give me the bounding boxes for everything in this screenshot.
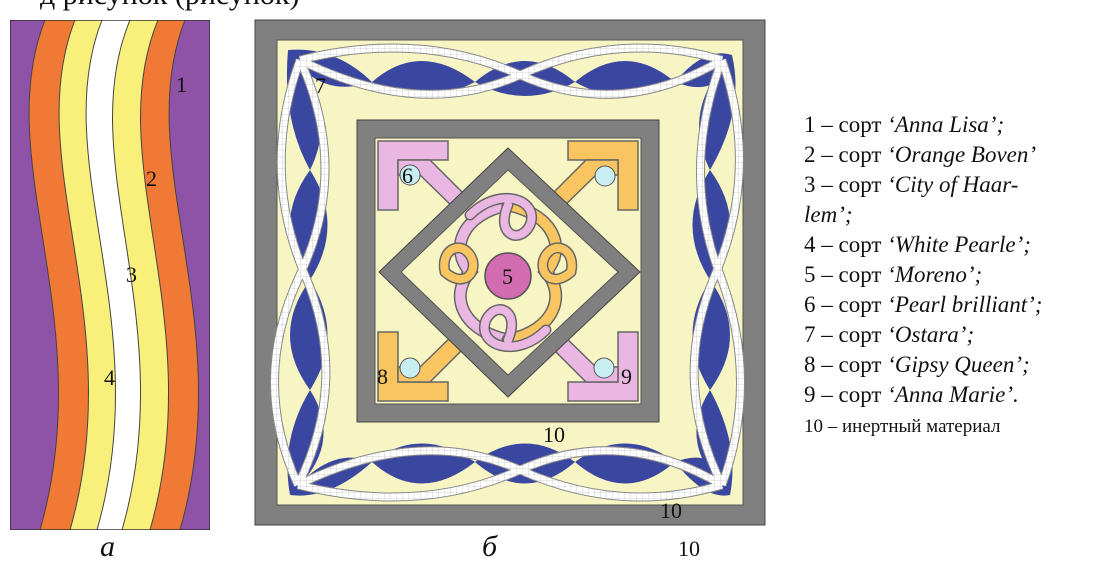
label-3: 3 — [126, 262, 137, 287]
corner-circle-tr — [594, 165, 616, 187]
legend-item-4: 4 – сорт ‘White Pearle’; — [804, 232, 1031, 257]
label-10-top: 10 — [543, 422, 565, 447]
label-10-below: 10 — [678, 536, 700, 561]
legend-item-3: 3 – сорт ‘City of Haar- — [804, 172, 1019, 197]
legend: 1 – сорт ‘Anna Lisa’; 2 – сорт ‘Orange B… — [804, 110, 1104, 440]
label-6: 6 — [402, 163, 413, 188]
legend-item-9: 9 – сорт ‘Anna Marie’. — [804, 382, 1019, 407]
cut-off-heading-text: д рисунок (рисунок) — [40, 0, 299, 12]
legend-item-3-cont: lem’; — [804, 202, 853, 227]
label-4: 4 — [104, 365, 115, 390]
white-mosaic-strands-fill — [271, 44, 744, 501]
legend-item-8: 8 – сорт ‘Gipsy Queen’; — [804, 352, 1030, 377]
legend-item-6: 6 – сорт ‘Pearl brilliant’; — [804, 292, 1043, 317]
panel-a-caption: а — [100, 530, 115, 561]
panel-b-caption: б — [482, 530, 498, 561]
legend-item-10: 10 – инертный материал — [804, 416, 1001, 437]
label-9: 9 — [621, 364, 632, 389]
label-2: 2 — [146, 166, 157, 191]
legend-item-7: 7 – сорт ‘Ostara’; — [804, 322, 975, 347]
label-1: 1 — [176, 72, 187, 97]
stripe-white — [86, 20, 141, 530]
panel-a-stripes — [10, 20, 210, 530]
center-circle — [484, 252, 532, 300]
legend-item-1: 1 – сорт ‘Anna Lisa’; — [804, 112, 1005, 137]
knot-ribbons — [438, 192, 578, 353]
legend-item-2: 2 – сорт ‘Orange Boven’ — [804, 142, 1037, 167]
legend-item-5: 5 – сорт ‘Moreno’; — [804, 262, 983, 287]
corner-circle-bl — [399, 357, 421, 379]
corner-circle-br — [593, 357, 615, 379]
label-10-corner: 10 — [660, 498, 682, 523]
label-7: 7 — [315, 73, 326, 98]
cut-off-heading: д рисунок (рисунок) — [0, 0, 1105, 14]
label-5: 5 — [502, 264, 513, 289]
corner-circle-tl — [399, 164, 421, 186]
panel-b-parterre — [254, 19, 766, 526]
label-8: 8 — [377, 364, 388, 389]
